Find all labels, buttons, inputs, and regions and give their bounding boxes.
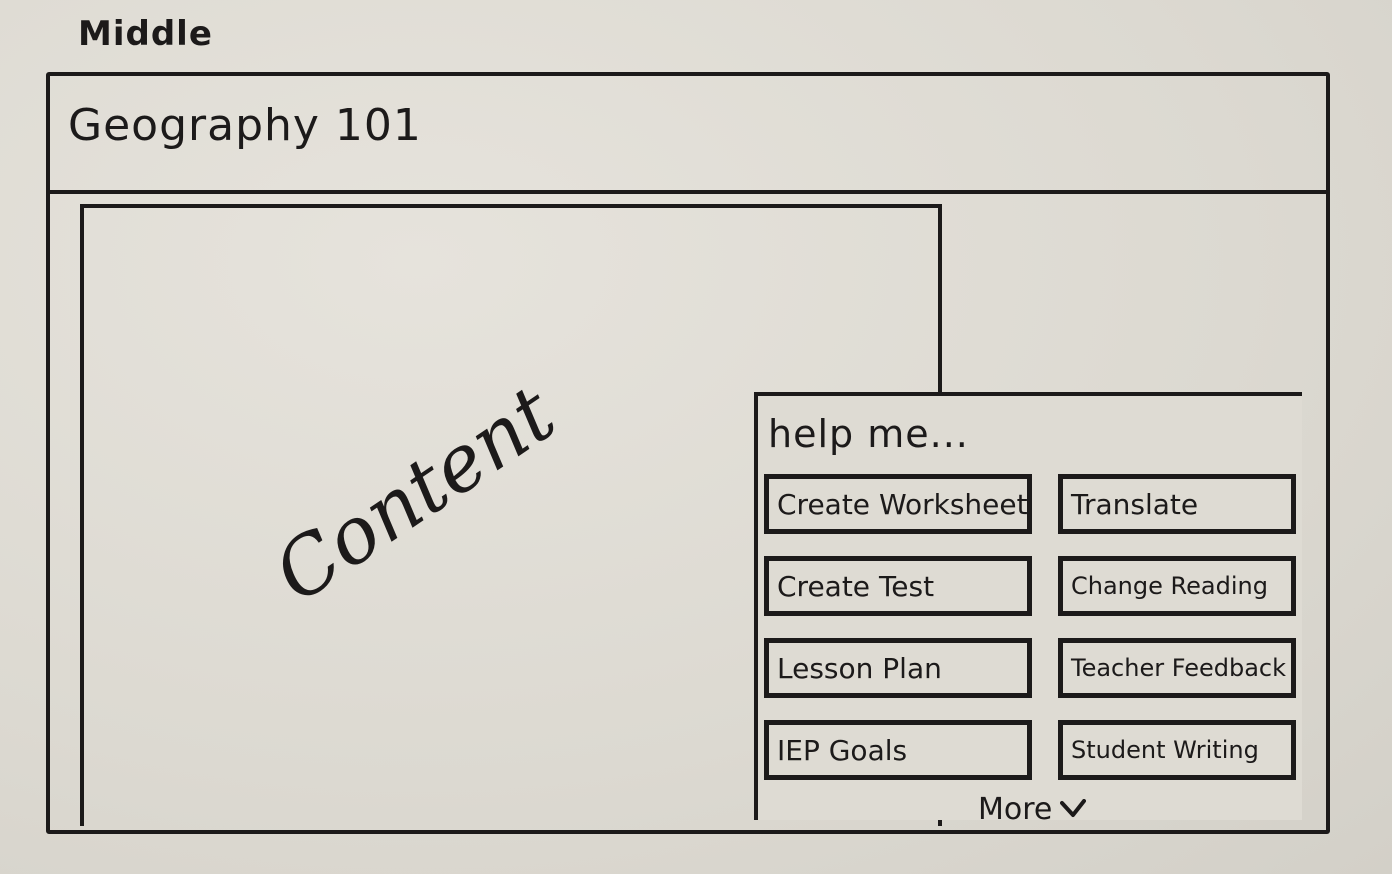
teacher-feedback-button[interactable]: Teacher Feedback (1058, 638, 1296, 698)
change-reading-button[interactable]: Change Reading (1058, 556, 1296, 616)
course-title: Geography 101 (68, 100, 422, 151)
more-label: More (978, 792, 1053, 827)
help-panel-title: help me... (768, 412, 969, 456)
app-window: Geography 101 Content help me... Create … (46, 72, 1330, 834)
iep-goals-button[interactable]: IEP Goals (764, 720, 1032, 780)
translate-button[interactable]: Translate (1058, 474, 1296, 534)
title-bar: Geography 101 (50, 76, 1326, 194)
chevron-down-icon (1060, 793, 1087, 826)
create-test-button[interactable]: Create Test (764, 556, 1032, 616)
help-options-grid: Create Worksheet Translate Create Test C… (764, 474, 1310, 780)
lesson-plan-button[interactable]: Lesson Plan (764, 638, 1032, 698)
content-placeholder: Content (258, 369, 572, 621)
create-worksheet-button[interactable]: Create Worksheet (764, 474, 1032, 534)
help-me-panel: help me... Create Worksheet Translate Cr… (754, 392, 1302, 827)
page-label: Middle (78, 14, 213, 54)
more-button[interactable]: More (978, 792, 1087, 827)
student-writing-button[interactable]: Student Writing (1058, 720, 1296, 780)
